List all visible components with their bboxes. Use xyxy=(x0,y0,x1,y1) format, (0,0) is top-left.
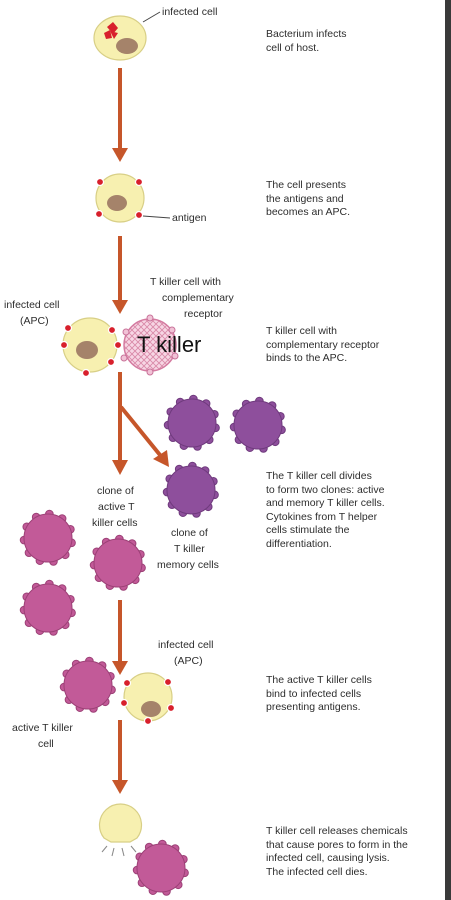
label-active-t-killer-1: active T killer xyxy=(12,722,73,734)
lysed-cell xyxy=(98,803,143,857)
step-line: and memory T killer cells. xyxy=(266,497,385,509)
label-clone-memory-2: T killer xyxy=(174,543,205,555)
memory-cell xyxy=(162,461,219,518)
memory-cell xyxy=(229,396,286,453)
label-apc: (APC) xyxy=(20,315,49,327)
t-killer-cell-receptor xyxy=(120,314,179,376)
label-infected-cell-apc-2: infected cell xyxy=(158,639,213,651)
active-cells xyxy=(19,509,146,636)
arrow-step4 xyxy=(112,600,128,675)
active-killer-cell xyxy=(59,656,116,713)
active-killer-cell xyxy=(132,839,189,896)
infected-cell-step1 xyxy=(93,15,147,61)
step-line: the antigens and xyxy=(266,192,344,205)
arrow-step3-active xyxy=(112,372,128,475)
label-infected-cell-apc: infected cell xyxy=(4,299,59,311)
step-line: Cytokines from T helper xyxy=(266,510,378,523)
active-killer-cell xyxy=(19,579,76,636)
label-apc-2: (APC) xyxy=(174,655,203,667)
t-killer-cell-lysis xyxy=(132,839,189,896)
label-clone-active-3: killer cells xyxy=(92,517,138,529)
step-line: becomes an APC. xyxy=(266,206,351,218)
arrow-step3-memory xyxy=(119,405,169,467)
arrow-step5 xyxy=(112,720,128,794)
label-t-killer-receptor-2: complementary xyxy=(162,292,235,304)
step-line: cell of host. xyxy=(266,41,320,54)
label-infected-cell: infected cell xyxy=(162,6,217,18)
memory-cell xyxy=(163,394,220,451)
label-active-t-killer-2: cell xyxy=(38,738,54,750)
apc-cell-step5 xyxy=(119,672,176,726)
label-clone-active-1: clone of xyxy=(97,485,134,497)
label-t-killer-receptor-1: T killer cell with xyxy=(150,276,221,288)
label-clone-active-2: active T xyxy=(98,501,135,513)
step-line: cells stimulate the xyxy=(266,524,350,536)
arrow-step1 xyxy=(112,68,128,162)
label-t-killer-overlay: T killer xyxy=(137,332,201,357)
active-killer-cell xyxy=(19,509,76,566)
label-clone-memory-1: clone of xyxy=(171,527,208,539)
step-line: Bacterium infects xyxy=(266,28,347,40)
bacterium-icon xyxy=(104,22,118,39)
step-line: T killer cell releases chemicals xyxy=(266,825,408,837)
step-line: that cause pores to form in the xyxy=(266,838,408,851)
step-line: complementary receptor xyxy=(266,338,380,351)
label-clone-memory-3: memory cells xyxy=(157,559,219,571)
memory-cells xyxy=(162,394,286,518)
step-line: presenting antigens. xyxy=(266,701,361,713)
step-line: binds to the APC. xyxy=(266,352,348,364)
active-killer-cell xyxy=(89,534,146,591)
label-t-killer-receptor-3: receptor xyxy=(184,308,223,320)
step-line: differentiation. xyxy=(266,537,332,550)
active-t-killer-binding xyxy=(59,656,116,713)
step-line: The T killer cell divides xyxy=(266,470,372,482)
step-line: to form two clones: active xyxy=(266,483,385,496)
apc-cell-step2 xyxy=(94,173,145,223)
step-line: The active T killer cells xyxy=(266,674,372,686)
step-line: The cell presents xyxy=(266,179,346,191)
step-line: The infected cell dies. xyxy=(266,865,368,878)
step-line: infected cell, causing lysis. xyxy=(266,852,390,864)
step-line: T killer cell with xyxy=(266,325,337,337)
arrow-step2 xyxy=(112,236,128,314)
apc-cell-step3 xyxy=(59,317,123,378)
label-antigen: antigen xyxy=(172,212,207,224)
step-line: bind to infected cells xyxy=(266,687,362,700)
